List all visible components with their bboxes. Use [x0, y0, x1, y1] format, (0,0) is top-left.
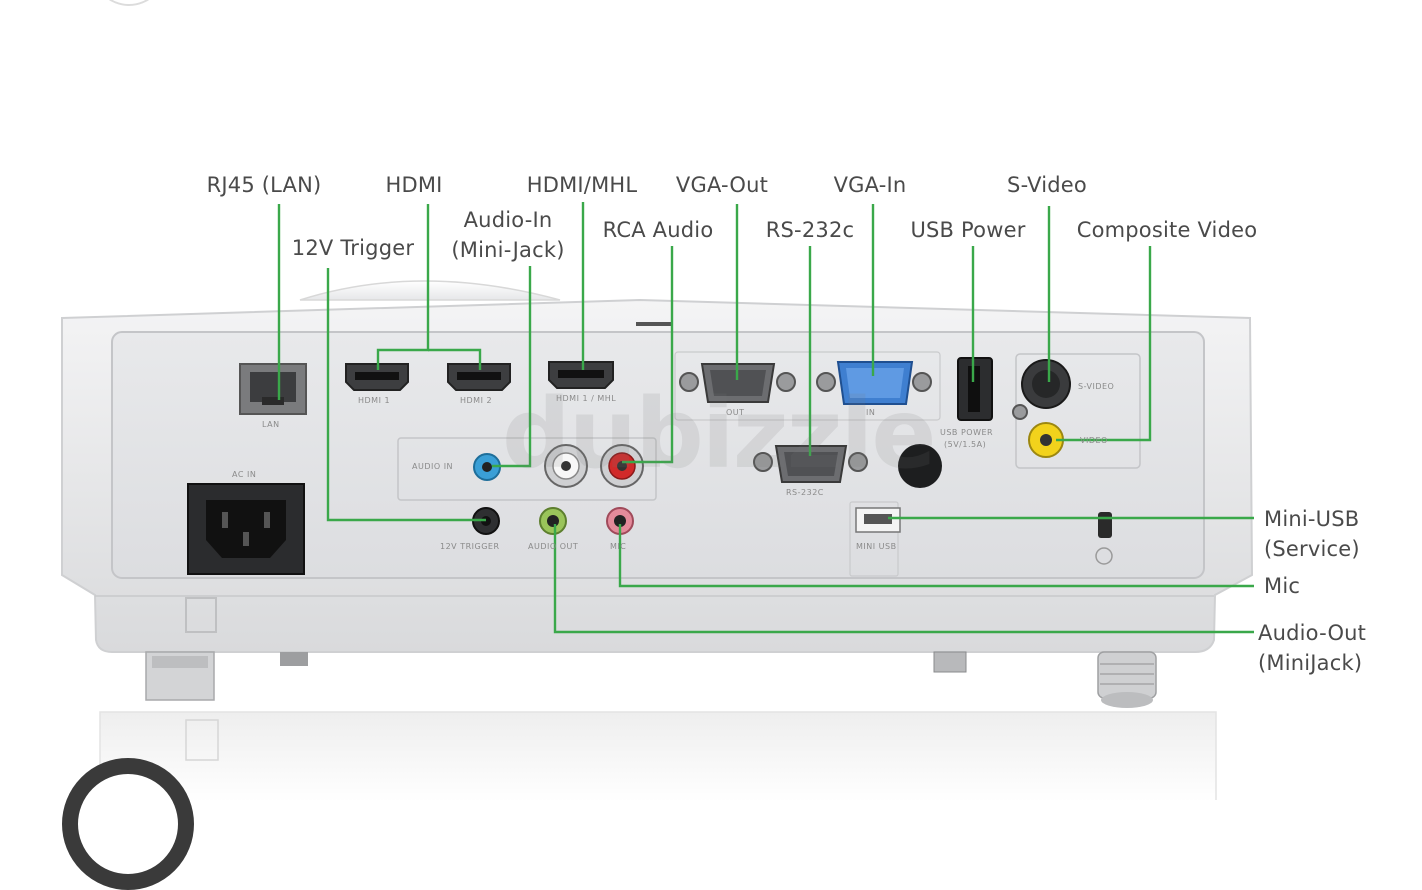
panel-label-mic: MIC [610, 542, 627, 551]
hdmi-port-2 [447, 363, 511, 391]
panel-label-video: VIDEO [1080, 436, 1108, 445]
label-hdmi-mhl: HDMI/MHL [526, 173, 638, 197]
label-12v-trigger: 12V Trigger [291, 236, 415, 260]
label-s-video: S-Video [1007, 173, 1087, 197]
rca-white-jack [544, 444, 588, 488]
label-mic: Mic [1264, 574, 1301, 598]
panel-label-svideo: S-VIDEO [1078, 382, 1115, 391]
panel-label-usb-power: USB POWER [940, 428, 994, 437]
panel-label-audio-in: AUDIO IN [412, 462, 454, 471]
connector-panel [111, 331, 1205, 579]
panel-label-hdmi-mhl: HDMI 1 / MHL [556, 394, 617, 403]
panel-label-hdmi1: HDMI 1 [358, 396, 391, 405]
leader-lines [277, 202, 1254, 634]
vga-in-port [816, 361, 932, 405]
ir-sensor [898, 444, 942, 488]
watermark: dubizzle [502, 378, 936, 490]
label-composite-video: Composite Video [1076, 218, 1258, 242]
label-hdmi: HDMI [385, 173, 443, 197]
audio-out-jack [539, 507, 567, 535]
panel-label-audio-out: AUDIO OUT [528, 542, 579, 551]
ac-power-inlet [187, 483, 305, 575]
s-video-port [1012, 359, 1071, 420]
usb-power-port [957, 357, 993, 421]
label-mini-usb: Mini-USB (Service) [1264, 507, 1360, 561]
rs232-port [753, 445, 868, 483]
projector-illustration [61, 202, 1254, 800]
mini-usb-port [855, 507, 901, 533]
label-vga-in: VGA-In [833, 173, 907, 197]
label-usb-power: USB Power [910, 218, 1026, 242]
audio-in-jack [473, 453, 501, 481]
label-audio-in: Audio-In (Mini-Jack) [451, 208, 565, 262]
panel-label-rs232: RS-232C [786, 488, 824, 497]
label-vga-out: VGA-Out [675, 173, 769, 197]
panel-label-lan: LAN [262, 420, 280, 429]
label-rs232c: RS-232c [765, 218, 855, 242]
rca-red-jack [600, 444, 644, 488]
label-rj45: RJ45 (LAN) [206, 173, 322, 197]
hdmi-port-1 [345, 363, 409, 391]
panel-label-trigger: 12V TRIGGER [440, 542, 500, 551]
label-rca-audio: RCA Audio [602, 218, 714, 242]
hdmi-mhl-port [548, 361, 614, 389]
corner-badge [62, 758, 194, 890]
panel-label-usb-power-rating: (5V/1.5A) [944, 440, 987, 449]
panel-label-vga-out: OUT [726, 408, 745, 417]
rj45-port [239, 363, 307, 415]
panel-label-ac-in: AC IN [232, 470, 257, 479]
panel-label-vga-in: IN [866, 408, 876, 417]
lens-dome [299, 280, 561, 301]
label-audio-out: Audio-Out (MiniJack) [1258, 621, 1367, 675]
feet [145, 651, 1157, 708]
reflection [99, 711, 1217, 800]
panel-label-mini-usb: MINI USB [856, 542, 897, 551]
panel-label-hdmi2: HDMI 2 [460, 396, 493, 405]
vga-out-port [679, 363, 796, 403]
